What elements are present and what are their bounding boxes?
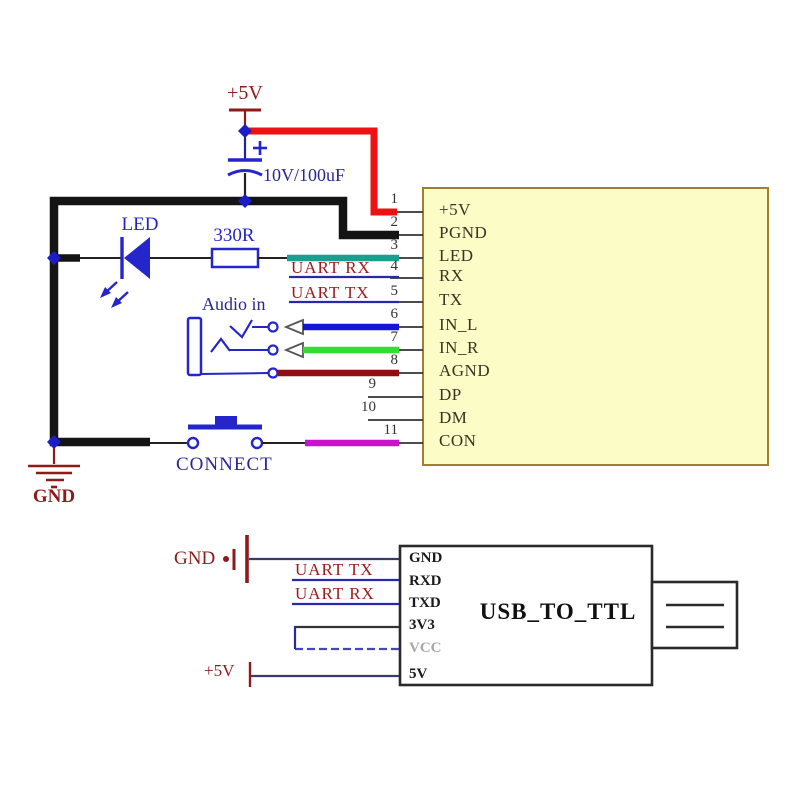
ic-pin-number: 7 <box>390 329 399 345</box>
ic-pin-name: CON <box>439 431 477 450</box>
uart-rx-label-top: UART RX <box>291 258 371 277</box>
junction-dots <box>47 124 252 449</box>
resistor-symbol <box>210 247 260 269</box>
push-button-symbol <box>186 416 264 450</box>
wire-pgnd-black <box>49 196 399 447</box>
ic-pin-number: 4 <box>390 258 399 274</box>
supply-5v-label: +5V <box>227 82 263 104</box>
ic-pin-name: PGND <box>439 223 488 242</box>
gnd-label-top: GND <box>32 486 76 507</box>
usb-connector <box>650 580 739 650</box>
uart-tx-label-bottom: UART TX <box>295 560 374 579</box>
resistor-value-label: 330R <box>213 225 255 246</box>
ic-pin-number: 9 <box>368 376 377 392</box>
audio-jack-symbol <box>186 316 304 379</box>
ic-pin-number: 1 <box>390 191 399 207</box>
capacitor-symbol <box>227 131 267 201</box>
ic-pin-name: DM <box>439 408 468 427</box>
module-pin-vcc: VCC <box>409 640 442 656</box>
ic-pin-number: 11 <box>383 422 398 438</box>
audio-in-label: Audio in <box>202 294 266 314</box>
ic-pin-name: +5V <box>439 200 471 219</box>
ground-symbol <box>28 446 80 489</box>
ic-pin-number: 5 <box>390 283 399 299</box>
ic-pin-name: IN_L <box>439 315 478 334</box>
connect-label: CONNECT <box>176 454 273 475</box>
module-pin-3v3: 3V3 <box>409 617 435 633</box>
usb-module-body <box>398 544 654 687</box>
ic-pin-number: 2 <box>390 214 399 230</box>
ic-pin-number: 8 <box>390 352 399 368</box>
ic-pin-number: 3 <box>390 237 399 253</box>
ic-pin-name: IN_R <box>439 338 479 357</box>
wire-3v3-vcc-loop <box>293 625 400 651</box>
module-pin-gnd: GND <box>409 550 443 566</box>
capacitor-value-label: 10V/100uF <box>263 165 346 185</box>
ic-pin-name: TX <box>439 290 463 309</box>
ic-pin-name: AGND <box>439 361 491 380</box>
uart-rx-label-bottom: UART RX <box>295 584 375 603</box>
ic-pin-number: 10 <box>361 399 376 415</box>
supply-5v-label-bottom: +5V <box>204 661 235 680</box>
ic-pin-name: RX <box>439 266 464 285</box>
ic-pin-name: LED <box>439 246 474 265</box>
led-symbol <box>100 237 150 308</box>
gnd-label-bottom: GND <box>174 548 216 569</box>
wire-5v-red <box>245 127 397 216</box>
ic-body <box>422 187 769 466</box>
module-pin-5v: 5V <box>409 666 428 682</box>
bottom-ground-symbol <box>223 535 249 583</box>
led-label: LED <box>121 214 159 235</box>
ic-pin-name: DP <box>439 385 462 404</box>
module-pin-rxd: RXD <box>409 573 442 589</box>
module-pin-txd: TXD <box>409 595 441 611</box>
uart-tx-label-top: UART TX <box>291 283 370 302</box>
ic-pin-number: 6 <box>390 306 399 322</box>
usb-module-title: USB_TO_TTL <box>479 599 637 624</box>
